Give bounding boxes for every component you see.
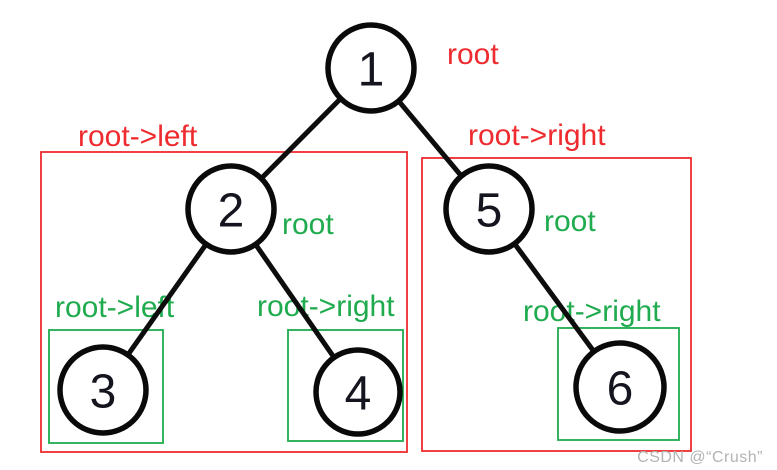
left-subtree-box (40, 151, 408, 453)
label-root: root (447, 38, 499, 71)
tree-node-value-2: 2 (218, 184, 245, 237)
node4-box (287, 329, 404, 442)
tree-node-value-3: 3 (90, 365, 117, 418)
label-root-left: root->left (78, 120, 198, 153)
label-right-subtree-right: root->right (523, 295, 661, 328)
tree-node-value-4: 4 (345, 367, 372, 420)
tree-node-value-5: 5 (476, 184, 503, 237)
label-right-subtree-root: root (544, 205, 596, 238)
label-left-subtree-right: root->right (257, 290, 395, 323)
tree-node-value-1: 1 (358, 43, 385, 96)
node3-box (48, 329, 164, 444)
label-left-subtree-left: root->left (55, 291, 175, 324)
tree-node-circle-6 (573, 340, 667, 434)
tree-node-circle-5 (443, 163, 535, 255)
label-left-subtree-root: root (282, 208, 334, 241)
tree-node-circle-4 (313, 347, 403, 437)
watermark: CSDN @“Crush” (637, 449, 763, 466)
tree-node-circle-2 (185, 163, 277, 255)
tree-node-circle-1 (325, 22, 417, 114)
right-subtree-box (421, 157, 692, 452)
label-root-right: root->right (468, 119, 606, 152)
node6-box (557, 327, 680, 441)
tree-node-value-6: 6 (607, 362, 634, 415)
tree-node-circle-3 (57, 344, 149, 436)
